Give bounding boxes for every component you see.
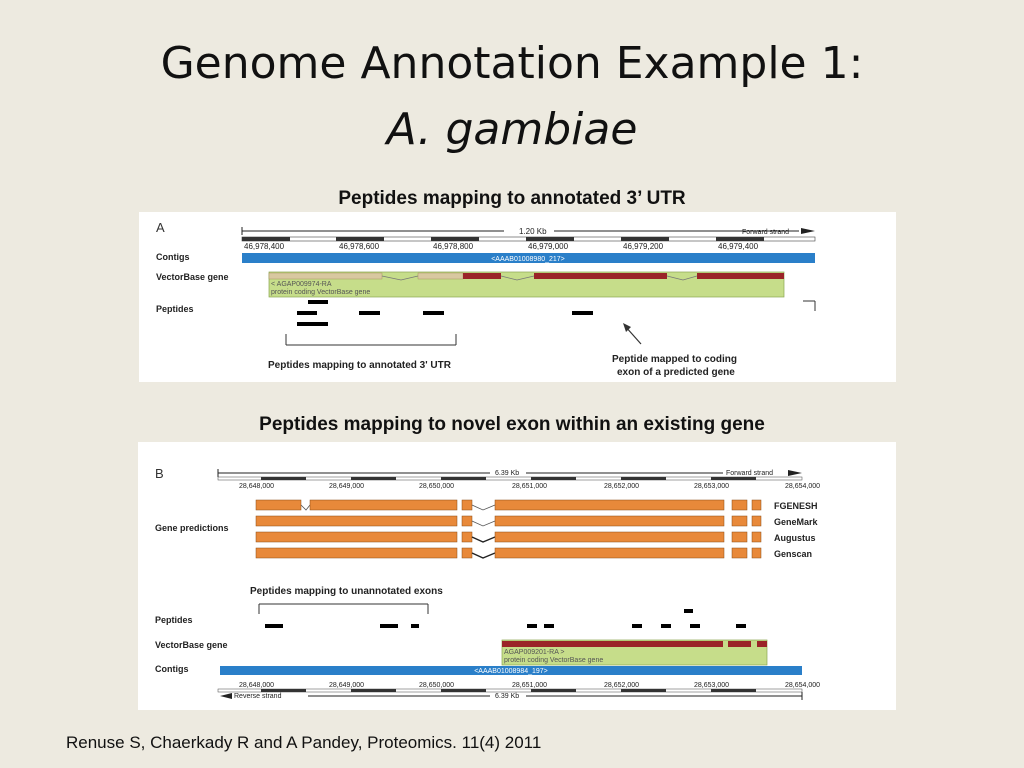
panel-b-top-tick-7: 28,654,000 bbox=[785, 483, 820, 490]
panel-a-track-gene: VectorBase gene bbox=[156, 272, 229, 282]
panel-a-tick-1: 46,978,400 bbox=[244, 242, 285, 251]
panel-a-tick-2: 46,978,600 bbox=[339, 242, 380, 251]
panel-b-contig-label: <AAAB01008984_197> bbox=[474, 668, 548, 675]
peptide-mark bbox=[544, 624, 554, 628]
slide-title-line2: A. gambiae bbox=[386, 104, 638, 155]
predictor-label-fgenesh: FGENESH bbox=[774, 501, 818, 511]
peptide-mark bbox=[661, 624, 671, 628]
panel-b-track-peptides: Peptides bbox=[155, 615, 193, 625]
panel-a-ruler bbox=[241, 236, 816, 242]
panel-a-tick-6: 46,979,400 bbox=[718, 242, 759, 251]
panel-a-track-peptides: Peptides bbox=[156, 304, 194, 314]
prediction-row-augustus bbox=[255, 531, 762, 543]
peptide-mark bbox=[572, 311, 593, 315]
panel-b-label: B bbox=[155, 466, 164, 481]
panel-a-coding-annotation-1: Peptide mapped to coding bbox=[612, 354, 737, 365]
panel-a-tick-5: 46,979,200 bbox=[623, 242, 664, 251]
panel-b-bottom-tick-5: 28,652,000 bbox=[604, 682, 639, 689]
panel-b-top-tick-6: 28,653,000 bbox=[694, 483, 729, 490]
panel-b-track-vb-gene: VectorBase gene bbox=[155, 640, 228, 650]
panel-b-bottom-tick-4: 28,651,000 bbox=[512, 682, 547, 689]
peptide-mark bbox=[684, 609, 693, 613]
panel-b-reverse-arrow bbox=[220, 693, 232, 699]
peptide-mark bbox=[297, 322, 328, 326]
prediction-row-genscan bbox=[255, 547, 762, 559]
predictor-label-augustus: Augustus bbox=[774, 533, 816, 543]
peptide-mark bbox=[380, 624, 398, 628]
peptide-mark bbox=[690, 624, 700, 628]
panel-b-reverse-text: Reverse strand bbox=[234, 693, 282, 700]
panel-a-tick-3: 46,978,800 bbox=[433, 242, 474, 251]
peptide-mark bbox=[265, 624, 283, 628]
panel-a-gene-label-2: protein coding VectorBase gene bbox=[271, 289, 370, 296]
panel-b-track-gene-predictions: Gene predictions bbox=[155, 523, 229, 533]
predictor-label-genemark: GeneMark bbox=[774, 517, 819, 527]
panel-b-top-tick-5: 28,652,000 bbox=[604, 483, 639, 490]
panel-b-bottom-tick-3: 28,650,000 bbox=[419, 682, 454, 689]
slide-title-line1: Genome Annotation Example 1: bbox=[160, 38, 864, 89]
panel-b-bottom-tick-7: 28,654,000 bbox=[785, 682, 820, 689]
peptide-mark bbox=[423, 311, 444, 315]
panel-a-strand-text: Forward strand bbox=[742, 229, 789, 236]
panel-b-top-tick-2: 28,649,000 bbox=[329, 483, 364, 490]
panel-a-label: A bbox=[156, 220, 165, 235]
prediction-row-genemark bbox=[255, 515, 762, 527]
peptide-mark bbox=[736, 624, 746, 628]
panel-b-scale-bar: 6.39 Kb Forward strand bbox=[217, 469, 802, 477]
panel-b-bottom-scale-text: 6.39 Kb bbox=[495, 693, 519, 700]
panel-a-contig-bar bbox=[242, 253, 815, 263]
panel-b-track-contigs: Contigs bbox=[155, 664, 189, 674]
peptide-mark bbox=[527, 624, 537, 628]
panel-b-gene-label-2: protein coding VectorBase gene bbox=[504, 657, 603, 664]
panel-a-coding-annotation-2: exon of a predicted gene bbox=[617, 367, 735, 378]
panel-b-gene-structure bbox=[502, 641, 767, 647]
panel-a-utr-bracket bbox=[285, 334, 457, 346]
panel-b-unannotated-annotation: Peptides mapping to unannotated exons bbox=[250, 586, 443, 597]
panel-b-top-tick-3: 28,650,000 bbox=[419, 483, 454, 490]
panel-a-track-contigs: Contigs bbox=[156, 252, 190, 262]
citation: Renuse S, Chaerkady R and A Pandey, Prot… bbox=[66, 733, 542, 752]
panel-b-contig-bar bbox=[220, 666, 802, 675]
panel-a-gene-structure bbox=[268, 272, 784, 281]
panel-a-scale-text: 1.20 Kb bbox=[519, 227, 547, 236]
prediction-row-fgenesh bbox=[255, 499, 762, 511]
caption-panel-b: Peptides mapping to novel exon within an… bbox=[259, 414, 765, 435]
panel-a-utr-annotation: Peptides mapping to annotated 3' UTR bbox=[268, 360, 452, 371]
panel-a-diagram: A 1.20 Kb Forward strand 46,978,400 46,9… bbox=[156, 220, 816, 378]
predictor-label-genscan: Genscan bbox=[774, 549, 812, 559]
peptide-mark bbox=[308, 300, 328, 304]
panel-b-bottom-tick-6: 28,653,000 bbox=[694, 682, 729, 689]
figure-panel-b: B 6.39 Kb Forward strand 28,648,000 28,6… bbox=[138, 442, 896, 710]
peptide-mark bbox=[297, 311, 317, 315]
panel-b-top-tick-1: 28,648,000 bbox=[239, 483, 274, 490]
panel-b-strand-text: Forward strand bbox=[726, 470, 773, 477]
panel-b-bottom-tick-1: 28,648,000 bbox=[239, 682, 274, 689]
panel-b-top-ruler bbox=[217, 476, 803, 481]
panel-b-top-tick-4: 28,651,000 bbox=[512, 483, 547, 490]
panel-a-peptides bbox=[297, 300, 593, 326]
panel-b-bottom-tick-2: 28,649,000 bbox=[329, 682, 364, 689]
caption-panel-a: Peptides mapping to annotated 3’ UTR bbox=[338, 188, 686, 209]
peptide-mark bbox=[359, 311, 380, 315]
panel-b-unannotated-bracket bbox=[258, 603, 429, 614]
panel-b-bottom-ruler bbox=[217, 688, 803, 693]
panel-a-gene-label-1: < AGAP009974-RA bbox=[271, 281, 332, 288]
figure-panel-a: A 1.20 Kb Forward strand 46,978,400 46,9… bbox=[139, 212, 896, 382]
panel-b-gene-label-1: AGAP009201-RA > bbox=[504, 649, 565, 656]
panel-a-contig-label: <AAAB01008980_217> bbox=[491, 256, 565, 263]
panel-a-tick-4: 46,979,000 bbox=[528, 242, 569, 251]
panel-b-scale-text: 6.39 Kb bbox=[495, 470, 519, 477]
panel-a-strand-arrow bbox=[801, 228, 815, 234]
panel-b-peptides bbox=[265, 609, 746, 628]
peptide-mark bbox=[411, 624, 419, 628]
peptide-mark bbox=[632, 624, 642, 628]
panel-a-scale-bar: 1.20 Kb Forward strand bbox=[241, 227, 815, 236]
panel-b-diagram: B 6.39 Kb Forward strand 28,648,000 28,6… bbox=[155, 466, 820, 700]
